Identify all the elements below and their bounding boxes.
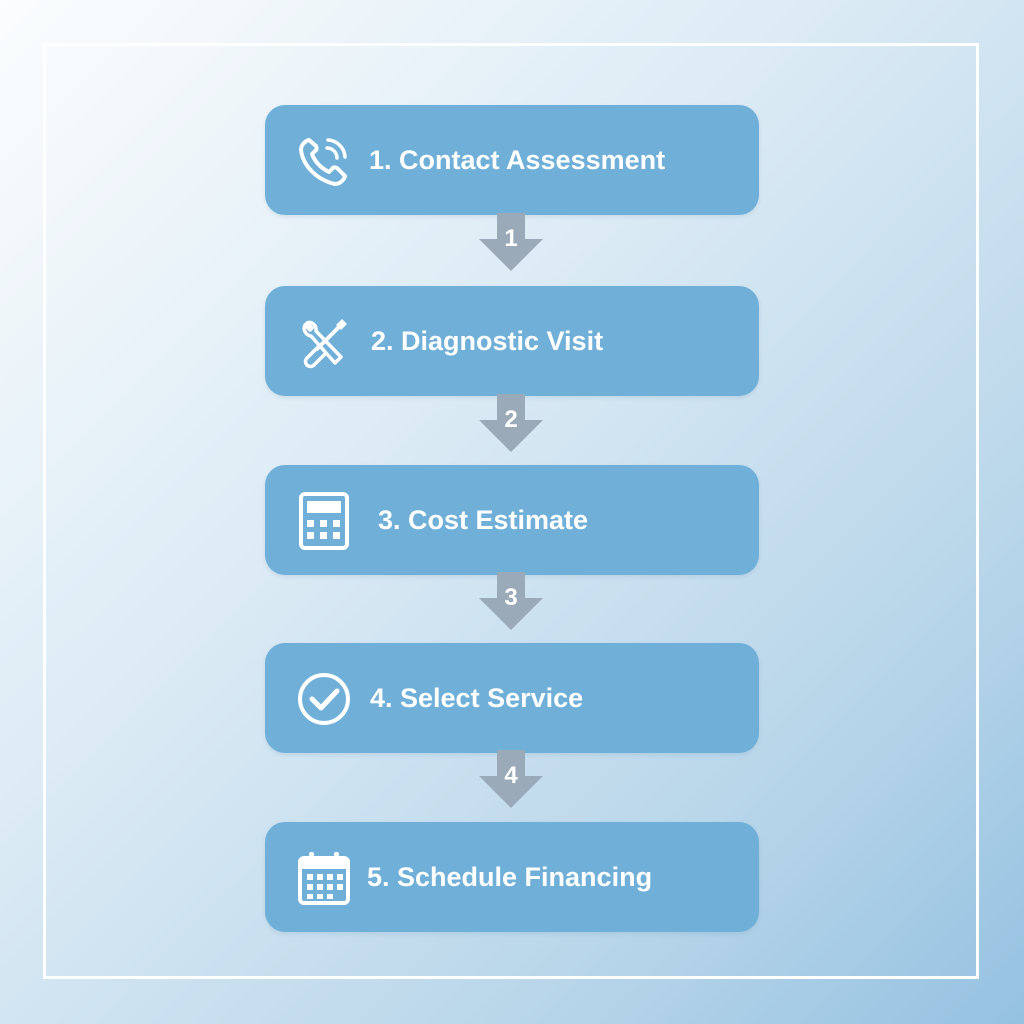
step-label: 5. Schedule Financing [367,862,653,892]
check-circle-icon [295,670,353,728]
step-box-schedule-financing: 5. Schedule Financing [265,822,759,932]
calendar-icon [295,849,353,907]
step-label: 3. Cost Estimate [378,505,589,535]
step-box-cost-estimate: 3. Cost Estimate [265,465,759,575]
connector-arrow-2: 2 [479,394,543,452]
connector-arrow-1: 1 [479,213,543,271]
connector-number: 1 [504,225,518,252]
step-label: 1. Contact Assessment [369,145,666,175]
step-label: 2. Diagnostic Visit [371,326,604,356]
connector-number: 4 [504,762,518,789]
step-label: 4. Select Service [370,683,584,713]
diagram-frame [43,43,979,979]
step-box-diagnostic-visit: 2. Diagnostic Visit [265,286,759,396]
calculator-icon [295,492,353,550]
connector-number: 2 [504,406,518,433]
connector-number: 3 [504,584,518,611]
connector-arrow-3: 3 [479,572,543,630]
connector-arrow-4: 4 [479,750,543,808]
phone-icon [295,132,353,190]
step-box-select-service: 4. Select Service [265,643,759,753]
step-box-contact-assessment: 1. Contact Assessment [265,105,759,215]
tools-icon [295,313,353,371]
